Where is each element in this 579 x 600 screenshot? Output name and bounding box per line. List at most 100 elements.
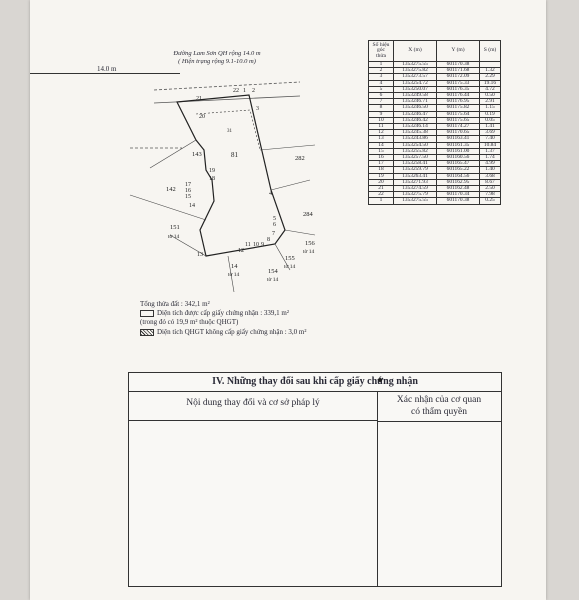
hatch-swatch <box>140 328 154 336</box>
point-label: 9 <box>261 242 264 248</box>
point-label: 18 <box>209 176 215 182</box>
neighbor-sheet: tờ 14 <box>168 234 180 240</box>
street-name: Đường Lam Sơn QH rộng 14.0 m <box>173 50 261 57</box>
point-label: 6 <box>273 222 276 228</box>
road-edge-line <box>153 81 301 91</box>
certified-area-swatch <box>140 310 154 318</box>
point-label: 20 <box>199 114 205 120</box>
point-label: 21 <box>196 96 202 102</box>
neighbor-sheet: tờ 14 <box>284 264 296 270</box>
section-title: IV. Những thay đổi sau khi cấp giấy chứn… <box>129 373 501 392</box>
point-label: 16 <box>185 188 191 194</box>
table-header-row: Số hiệu góc thửa X (m) Y (m) S (m) <box>368 40 501 62</box>
point-label: 15 <box>185 194 191 200</box>
neighbor-parcel: 284 <box>303 211 314 218</box>
table-cell: 0.05 <box>479 116 501 125</box>
left-dimension-line: 14.0 m <box>30 65 180 74</box>
point-label: 14 <box>189 203 195 209</box>
point-label: 11 <box>245 242 251 248</box>
table-cell: 0.50 <box>479 91 501 100</box>
col-header: S (m) <box>479 40 501 62</box>
neighbor-parcel: 143 <box>192 151 202 158</box>
col-header: Y (m) <box>436 40 480 62</box>
col-header: X (m) <box>393 40 437 62</box>
authority-confirmation-header: Xác nhận của cơ quan có thẩm quyền <box>377 391 501 422</box>
change-content-header: Nội dung thay đổi và cơ sở pháp lý <box>129 391 377 421</box>
point-label: 12 <box>238 248 244 254</box>
table-cell: 1.15 <box>479 104 501 112</box>
neighbor-parcel: 282 <box>295 155 305 162</box>
neighbor-parcel: 151 <box>170 224 180 231</box>
point-label: 13 <box>197 252 203 258</box>
point-label: 5 <box>273 216 276 222</box>
parcel-plan-sketch: 21 22 1 2 20 19 18 17 16 15 14 13 12 11 … <box>129 81 316 293</box>
point-label: 2 <box>252 88 255 94</box>
table-cell: 1353275.55 <box>393 197 437 205</box>
table-cell: 2.91 <box>479 98 501 106</box>
bullet-dot <box>378 378 382 382</box>
table-cell: 19.16 <box>479 79 501 87</box>
road-setback-line <box>195 109 261 151</box>
table-cell: 1.32 <box>479 67 501 75</box>
point-label: 4 <box>269 191 272 197</box>
left-dimension-label: 14.0 m <box>97 65 117 73</box>
neighbor-sheet: tờ 14 <box>228 272 240 278</box>
point-label: 17 <box>185 182 191 188</box>
not-certified-area: Diện tích QHGT không cấp giấy chứng nhận… <box>157 327 307 336</box>
table-cell: 1 <box>368 197 394 205</box>
neighbor-parcel: 14 <box>231 263 238 270</box>
not-certified-area-row: Diện tích QHGT không cấp giấy chứng nhận… <box>140 328 306 337</box>
neighbor-parcel: 154 <box>268 268 279 275</box>
certified-area: Diện tích được cấp giấy chứng nhận : 339… <box>157 309 289 318</box>
parcel-number: 81 <box>231 151 239 159</box>
street-current-width: ( Hiện trạng rộng 9.1-10.0 m) <box>178 58 256 65</box>
change-content-column: Nội dung thay đổi và cơ sở pháp lý <box>129 391 378 586</box>
changes-section: IV. Những thay đổi sau khi cấp giấy chứn… <box>128 372 502 587</box>
authority-header-line: Xác nhận của cơ quan <box>396 395 482 405</box>
neighbor-parcel: 142 <box>166 186 176 193</box>
neighbor-parcel: 155 <box>285 255 295 262</box>
authority-header-line: có thẩm quyền <box>411 407 467 417</box>
point-label: 10 <box>253 242 259 248</box>
point-label: 19 <box>209 168 215 174</box>
point-label: 22 <box>233 88 239 94</box>
neighbor-boundaries <box>129 139 316 293</box>
certificate-page: 14.0 m Đường Lam Sơn QH rộng 14.0 m ( Hi… <box>30 0 546 600</box>
neighbor-sheet: tờ 14 <box>267 277 279 283</box>
changes-table: Nội dung thay đổi và cơ sở pháp lý Xác n… <box>129 391 501 586</box>
neighbor-sheet: tờ 14 <box>303 249 315 255</box>
point-label: 3 <box>256 106 259 112</box>
table-cell: 4.72 <box>479 85 501 94</box>
table-cell: 0.25 <box>479 197 501 205</box>
table-cell: 2.29 <box>479 73 501 81</box>
parcel-boundary <box>176 94 286 257</box>
table-cell <box>479 60 501 69</box>
certified-area-row: Diện tích được cấp giấy chứng nhận : 339… <box>140 309 306 318</box>
total-area: Tổng thửa đất : 342,1 m² <box>140 300 210 308</box>
parcel-inner-label: 31 <box>227 129 233 134</box>
certified-area-note: (trong đó có 19,9 m² thuộc QHGT) <box>140 318 239 327</box>
point-label: 7 <box>272 231 275 237</box>
table-cell: 0.19 <box>479 110 501 118</box>
neighbor-parcel: 156 <box>305 240 316 247</box>
street-label: Đường Lam Sơn QH rộng 14.0 m ( Hiện trạn… <box>142 50 292 66</box>
table-cell: 601170.38 <box>436 197 480 205</box>
authority-confirmation-column: Xác nhận của cơ quan có thẩm quyền <box>377 391 501 586</box>
col-header: Số hiệu góc thửa <box>368 40 394 62</box>
point-label: 1 <box>243 88 246 94</box>
point-label: 8 <box>267 237 270 243</box>
